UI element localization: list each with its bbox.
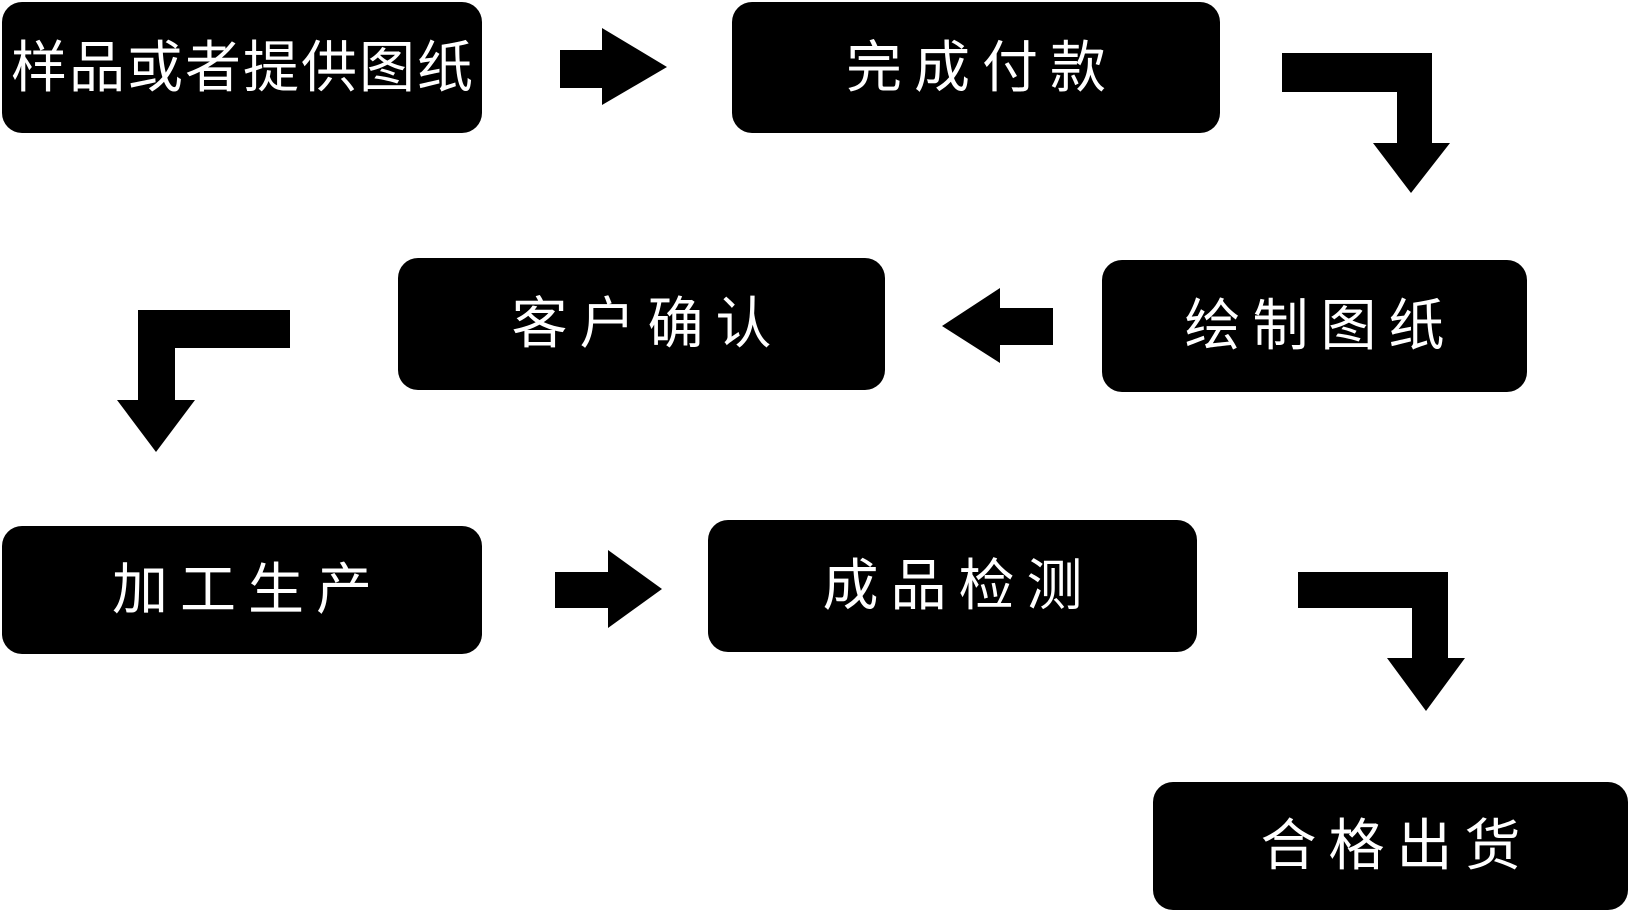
elbow-down-arrow-icon-3: [1298, 572, 1465, 711]
right-arrow-icon-1: [560, 28, 667, 105]
node-label: 样品或者提供图纸: [11, 35, 475, 99]
node-label: 客户确认: [511, 292, 784, 355]
flow-node-draw-drawings: 绘制图纸: [1102, 260, 1527, 392]
node-label: 绘制图纸: [1184, 294, 1457, 357]
node-label: 合格出货: [1260, 814, 1533, 877]
flow-node-finished-product-inspection: 成品检测: [708, 520, 1197, 652]
node-label: 完成付款: [846, 35, 1118, 99]
right-arrow-icon-2: [555, 550, 662, 628]
flow-node-qualified-shipment: 合格出货: [1153, 782, 1628, 910]
elbow-down-arrow-icon-1: [1282, 53, 1450, 193]
node-label: 加工生产: [112, 558, 384, 621]
flow-node-processing-production: 加工生产: [2, 526, 482, 654]
elbow-down-arrow-icon-2: [117, 310, 290, 452]
left-arrow-icon: [942, 288, 1053, 363]
flow-node-customer-confirmation: 客户确认: [398, 258, 885, 390]
node-label: 成品检测: [822, 554, 1095, 617]
flow-node-complete-payment: 完成付款: [732, 2, 1220, 133]
flow-node-sample-or-drawings: 样品或者提供图纸: [2, 2, 482, 133]
